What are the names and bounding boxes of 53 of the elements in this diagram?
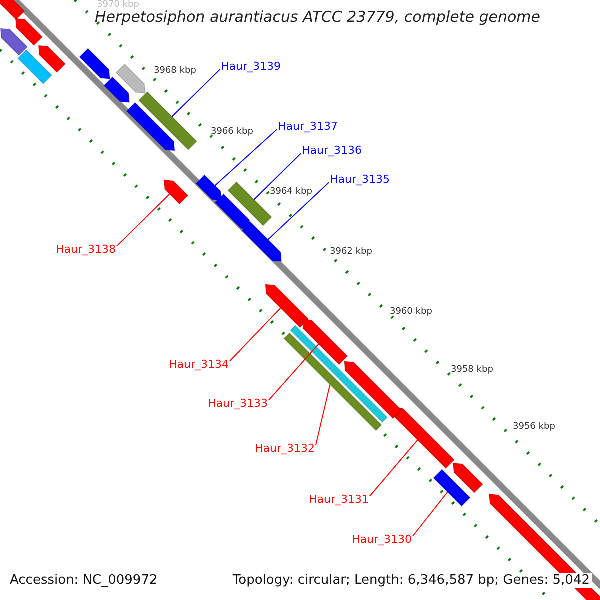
gene-block <box>0 0 26 21</box>
gene-label: Haur_3133 <box>208 397 268 410</box>
scale-label: 3968 kbp <box>154 66 196 76</box>
gene-block <box>0 28 28 56</box>
gene-label: Haur_3135 <box>330 173 390 186</box>
gene-label: Haur_3136 <box>302 144 362 157</box>
gene-block <box>38 45 66 74</box>
gene-block <box>195 174 222 202</box>
leader-line <box>268 344 320 401</box>
gene-label: Haur_3134 <box>169 358 230 371</box>
gene-block <box>344 360 402 420</box>
leader-line <box>116 194 170 247</box>
scale-label: 3970 kbp <box>97 0 140 10</box>
scale-label: 3966 kbp <box>211 127 254 137</box>
gene-block <box>17 49 53 85</box>
gene-label: Haur_3132 <box>255 442 316 455</box>
accession-text: Accession: NC_009972 <box>10 573 158 588</box>
scale-label: 3958 kbp <box>451 365 494 375</box>
gene-block <box>290 324 388 424</box>
gene-label: Haur_3130 <box>352 533 412 546</box>
leader-line <box>412 492 448 537</box>
scale-label: 3964 kbp <box>270 187 312 197</box>
gene-block <box>164 180 189 205</box>
scale-label: 3960 kbp <box>390 307 432 317</box>
gene-label: Haur_3138 <box>56 243 116 256</box>
leader-line <box>268 182 330 240</box>
gene-block <box>116 64 146 94</box>
leader-line <box>172 69 220 118</box>
leader-line <box>214 129 278 186</box>
gene-label: Haur_3137 <box>278 120 338 133</box>
gene-block <box>265 284 310 328</box>
leader-line <box>316 384 331 446</box>
gene-block <box>138 91 198 151</box>
gene-block <box>302 318 348 366</box>
gene-block <box>126 102 176 152</box>
gene-label: Haur_3131 <box>309 493 370 506</box>
gene-block <box>214 194 252 230</box>
gene-block <box>78 48 111 80</box>
leader-line <box>370 440 418 497</box>
gene-block <box>452 462 484 494</box>
leader-line <box>230 308 282 362</box>
gene-block <box>15 18 44 46</box>
gene-label: Haur_3139 <box>221 60 282 73</box>
leader-line <box>254 153 302 200</box>
scale-label: 3956 kbp <box>513 422 556 432</box>
gene-block <box>103 76 130 104</box>
gene-block <box>432 468 472 508</box>
genome-summary-text: Topology: circular; Length: 6,346,587 bp; Genes: 5,042 <box>230 573 592 588</box>
scale-label: 3962 kbp <box>330 247 372 257</box>
gene-block <box>241 221 282 262</box>
gene-block <box>393 407 456 470</box>
gene-block <box>284 332 382 432</box>
map-title: Herpetosiphon aurantiacus ATCC 23779, complete genome <box>95 8 540 26</box>
